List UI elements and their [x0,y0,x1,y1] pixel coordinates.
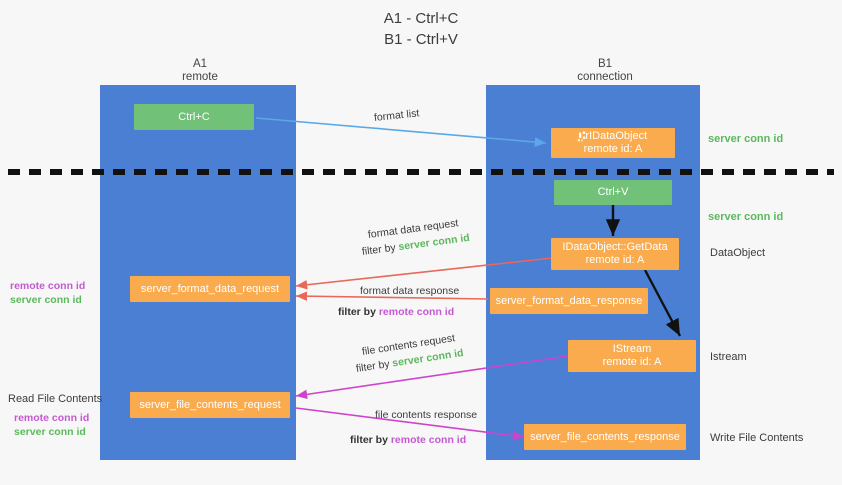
lane-header-a1: A1 remote [140,58,260,84]
node-server-format-data-response[interactable]: server_format_data_response [490,288,648,314]
arrow-file-contents-request [295,355,569,400]
node-istream[interactable]: IStream remote id: A [568,340,696,372]
node-server-file-contents-response-label: server_file_contents_response [530,430,680,443]
edge-filter-format-data-response: filter by remote conn id [338,305,454,319]
edge-label-format-data-response-text: format data response [360,285,460,297]
page-title: A1 - Ctrl+C B1 - Ctrl+V [0,8,842,50]
node-idataobject-getdata-sub: remote id: A [585,254,645,266]
annotation-left-conn-group-1: remote conn id server conn id [10,279,85,307]
annotation-dataobject-text: DataObject [710,247,766,259]
node-server-format-data-request-label: server_format_data_request [140,282,280,295]
lane-a1-subtitle: remote [182,71,218,83]
node-ctrl-v[interactable]: Ctrl+V [554,180,672,205]
filter-value-2: remote conn id [378,306,455,318]
node-server-file-contents-response[interactable]: server_file_contents_response [524,424,686,450]
annotation-istream-text: Istream [710,351,747,363]
arrow-format-data-response [295,291,489,301]
annotation-server-conn-id-top-text: server conn id [708,133,784,145]
node-istream-sub: remote id: A [602,356,662,368]
edge-label-file-contents-response: file contents response [375,408,477,422]
edge-label-format-data-response: format data response [360,284,459,298]
lane-b1-title: B1 [597,58,613,70]
node-idataobject-getdata[interactable]: IDataObject::GetData remote id: A [551,238,679,270]
annotation-server-conn-id-mid: server conn id [708,210,783,224]
title-line-2: B1 - Ctrl+V [384,31,458,48]
annotation-read-file-contents: Read File Contents [8,392,102,406]
lane-b1-subtitle: connection [577,71,633,83]
node-idataobject-top-sub: remote id: A [583,143,643,155]
title-line-1: A1 - Ctrl+C [383,10,459,27]
node-server-file-contents-request-label: server_file_contents_request [139,398,281,411]
filter-value-4: remote conn id [390,434,467,446]
annotation-left-server-conn-2: server conn id [14,426,86,438]
annotation-left-remote-conn-1: remote conn id [10,280,86,292]
annotation-server-conn-id-mid-text: server conn id [708,211,784,223]
node-ctrl-c[interactable]: Ctrl+C [134,104,254,130]
annotation-left-conn-group-2: remote conn id server conn id [14,411,89,439]
arrow-file-contents-response [295,407,525,441]
node-idataobject-getdata-label: IDataObject::GetData [562,241,668,253]
filter-prefix-4: filter by [350,434,391,446]
filter-prefix-2: filter by [338,306,379,318]
lane-header-b1: B1 connection [540,58,670,84]
node-ctrl-c-label: Ctrl+C [178,110,210,123]
node-idataobject-top-label: ͓͓⑆͓rIDataObject [578,130,648,142]
node-server-file-contents-request[interactable]: server_file_contents_request [130,392,290,418]
edge-filter-file-contents-response: filter by remote conn id [350,433,466,447]
node-server-format-data-response-label: server_format_data_response [495,294,643,307]
node-istream-label: IStream [612,343,652,355]
arrow-getdata-to-istream [643,269,682,337]
arrow-format-data-request [295,257,553,290]
arrow-format-list [255,117,547,147]
node-idataobject-top[interactable]: ͓͓⑆͓rIDataObject remote id: A [551,128,675,158]
annotation-left-remote-conn-2: remote conn id [14,412,90,424]
node-server-format-data-request[interactable]: server_format_data_request [130,276,290,302]
annotation-istream: Istream [710,350,747,364]
annotation-dataobject: DataObject [710,246,765,260]
annotation-left-server-conn-1: server conn id [10,294,82,306]
annotation-server-conn-id-top: server conn id [708,132,783,146]
lane-a1-title: A1 [192,58,208,70]
annotation-write-file-contents-text: Write File Contents [710,432,804,444]
annotation-read-file-contents-text: Read File Contents [8,393,103,405]
annotation-write-file-contents: Write File Contents [710,431,803,445]
edge-label-file-contents-response-text: file contents response [375,409,478,421]
node-ctrl-v-label: Ctrl+V [597,186,629,198]
